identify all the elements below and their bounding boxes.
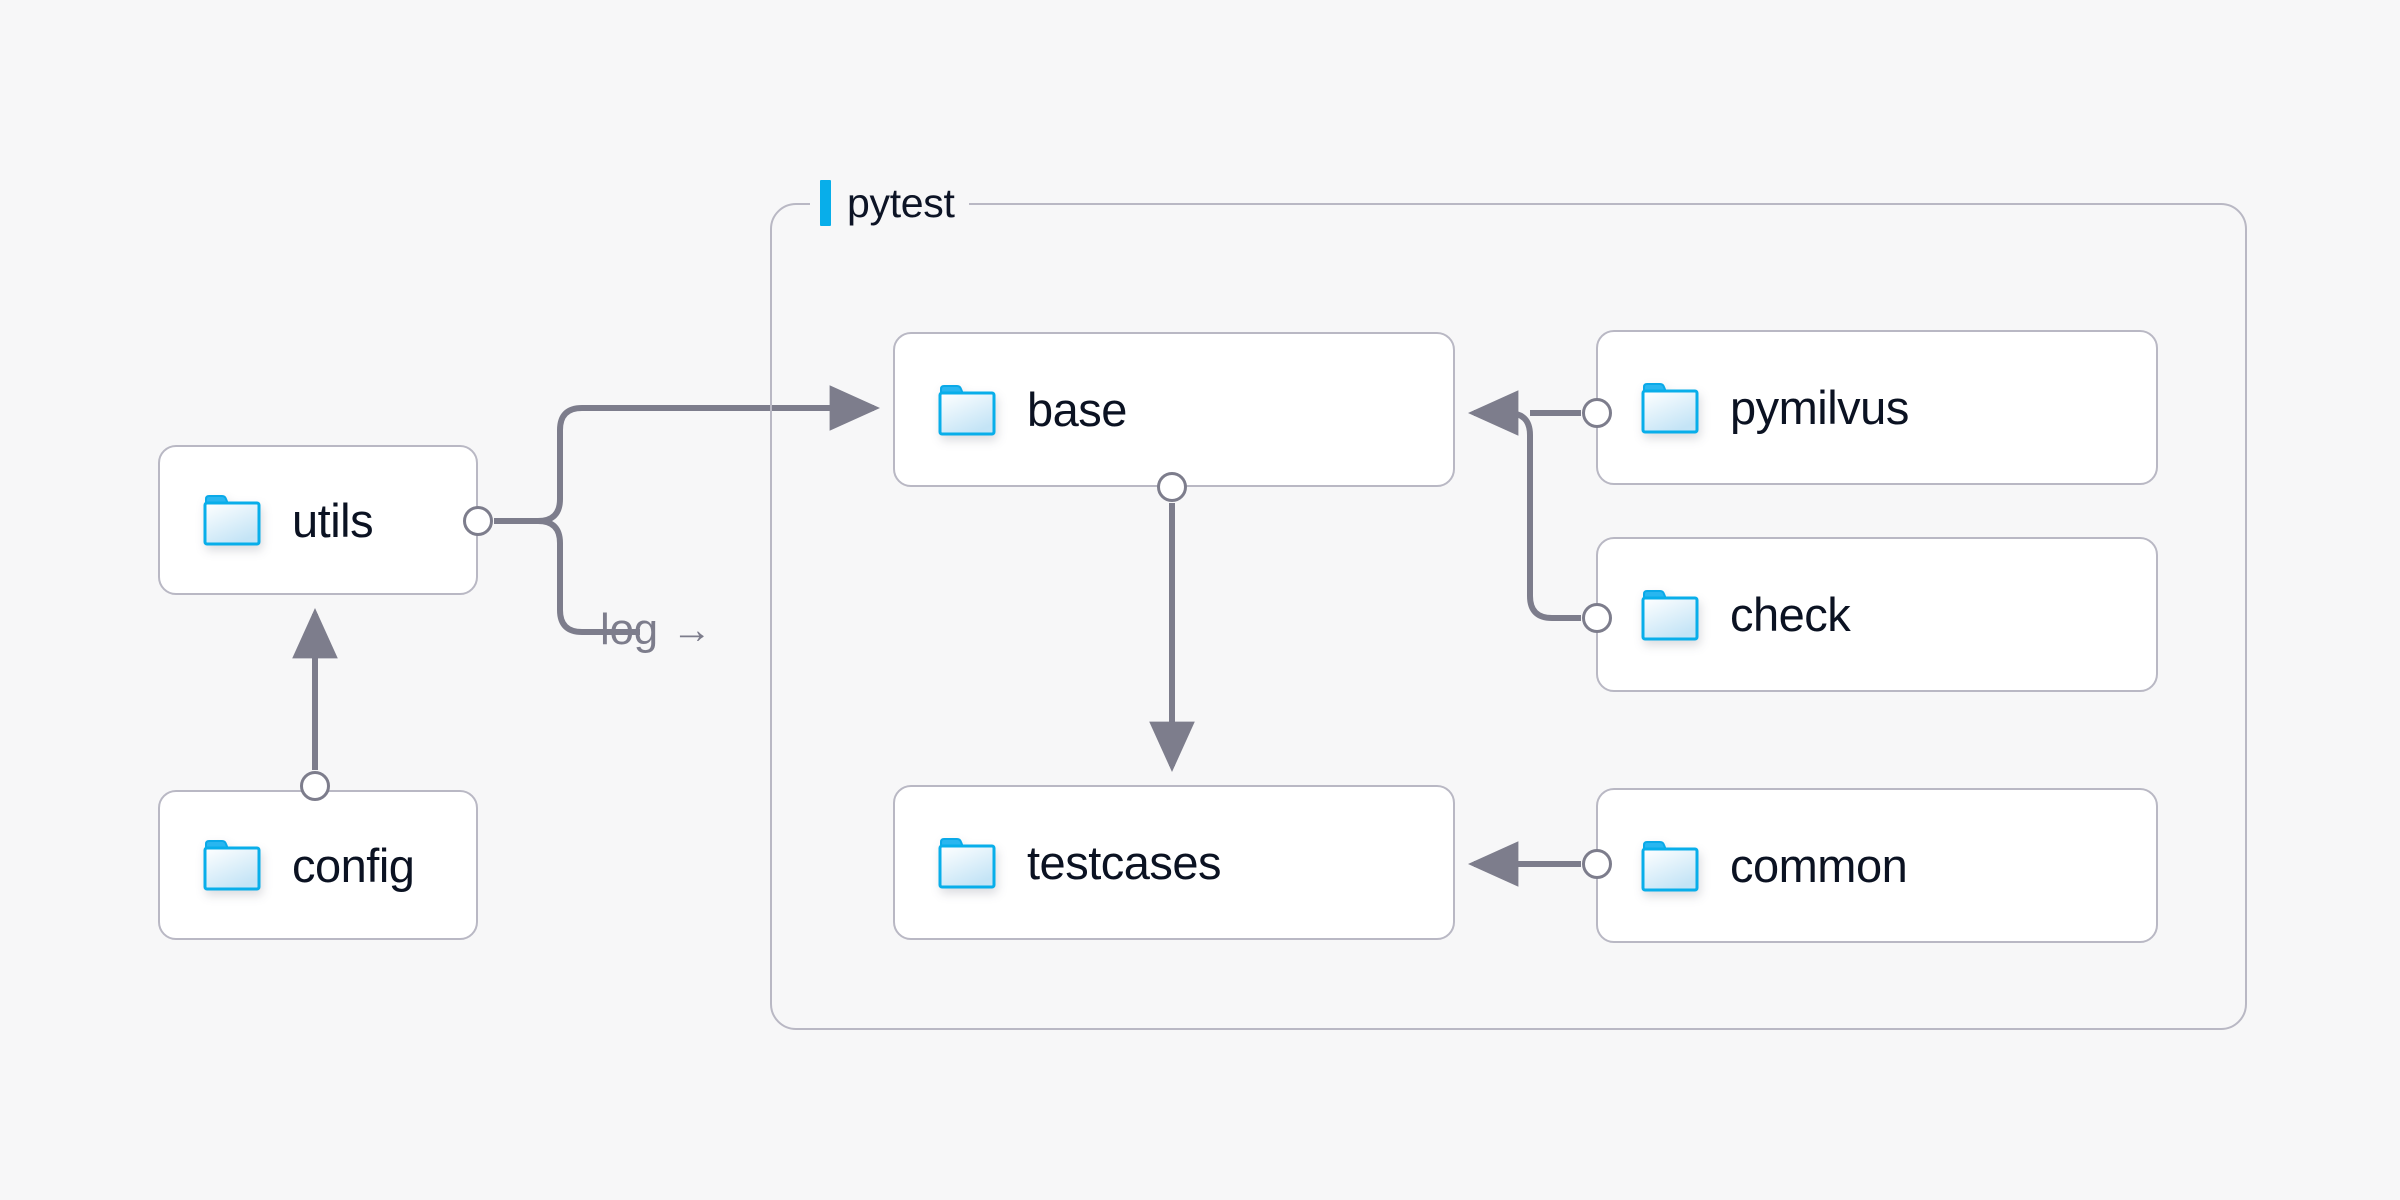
node-check[interactable]: check bbox=[1596, 537, 2158, 692]
node-base[interactable]: base bbox=[893, 332, 1455, 487]
edge-label-text: log bbox=[600, 605, 658, 654]
folder-icon bbox=[1640, 839, 1700, 893]
pytest-group-container[interactable] bbox=[770, 203, 2247, 1030]
arrow-right-icon: → bbox=[671, 608, 712, 652]
node-label: common bbox=[1730, 839, 1908, 892]
folder-icon bbox=[1640, 588, 1700, 642]
pytest-group-label: pytest bbox=[810, 175, 969, 231]
node-testcases[interactable]: testcases bbox=[893, 785, 1455, 940]
group-accent-bar bbox=[820, 180, 831, 226]
folder-icon bbox=[937, 836, 997, 890]
port-common-left[interactable] bbox=[1582, 849, 1612, 879]
node-pymilvus[interactable]: pymilvus bbox=[1596, 330, 2158, 485]
folder-icon bbox=[202, 838, 262, 892]
port-check-left[interactable] bbox=[1582, 603, 1612, 633]
folder-icon bbox=[937, 383, 997, 437]
node-label: utils bbox=[292, 493, 374, 547]
port-base-bottom[interactable] bbox=[1157, 472, 1187, 502]
node-label: testcases bbox=[1027, 836, 1222, 889]
node-common[interactable]: common bbox=[1596, 788, 2158, 943]
node-label: check bbox=[1730, 588, 1851, 641]
folder-icon bbox=[1640, 381, 1700, 435]
port-pymilvus-left[interactable] bbox=[1582, 398, 1612, 428]
node-config[interactable]: config bbox=[158, 790, 478, 940]
folder-icon bbox=[202, 493, 262, 547]
node-label: pymilvus bbox=[1730, 381, 1909, 434]
edge-label-log: log → bbox=[600, 608, 712, 652]
node-utils[interactable]: utils bbox=[158, 445, 478, 595]
port-config-top[interactable] bbox=[300, 771, 330, 801]
node-label: base bbox=[1027, 383, 1127, 436]
node-label: config bbox=[292, 838, 415, 892]
port-utils-right[interactable] bbox=[463, 506, 493, 536]
group-label-text: pytest bbox=[847, 179, 955, 226]
